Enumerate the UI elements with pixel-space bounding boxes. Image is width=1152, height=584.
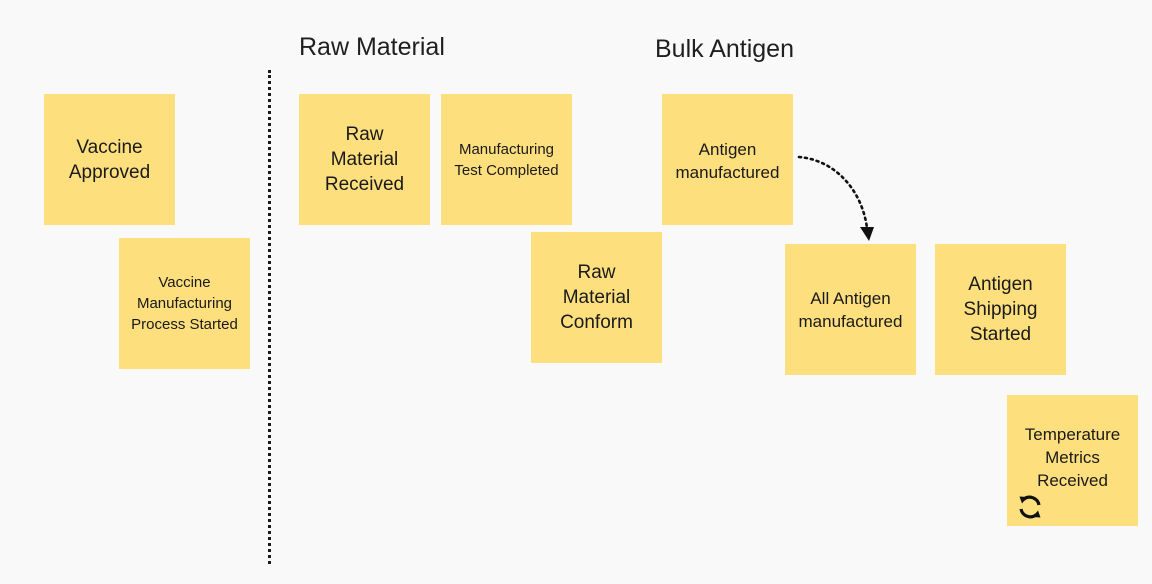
sticky-raw-material-conform[interactable]: Raw Material Conform [531,232,662,363]
sticky-temperature-metrics-received[interactable]: Temperature Metrics Received [1007,395,1138,526]
sticky-antigen-manufactured[interactable]: Antigen manufactured [662,94,793,225]
dotted-connector [797,155,869,230]
sticky-antigen-shipping-started[interactable]: Antigen Shipping Started [935,244,1066,375]
sticky-raw-material-received[interactable]: Raw Material Received [299,94,430,225]
phase-divider [268,70,271,564]
arrow-head [860,227,874,241]
sticky-label: Antigen Shipping Started [963,274,1038,345]
sticky-label: Vaccine Approved [68,136,151,183]
sticky-label: Raw Material Conform [560,262,633,333]
section-title-bulk-antigen: Bulk Antigen [655,35,794,63]
sticky-label: All Antigen manufactured [798,288,903,331]
section-title-raw-material: Raw Material [299,33,445,61]
sticky-vaccine-approved[interactable]: Vaccine Approved [44,94,175,225]
sticky-label: Vaccine Manufacturing Process Started [131,274,238,333]
sticky-label: Antigen manufactured [675,140,780,182]
sticky-label: Temperature Metrics Received [1024,425,1121,490]
sticky-manufacturing-test-completed[interactable]: Manufacturing Test Completed [441,94,572,225]
sticky-label: Raw Material Received [324,124,405,195]
sticky-vaccine-manufacturing-started[interactable]: Vaccine Manufacturing Process Started [119,238,250,369]
sticky-label: Manufacturing Test Completed [454,140,559,179]
sticky-all-antigen-manufactured[interactable]: All Antigen manufactured [785,244,916,375]
sync-icon[interactable] [1015,492,1045,522]
